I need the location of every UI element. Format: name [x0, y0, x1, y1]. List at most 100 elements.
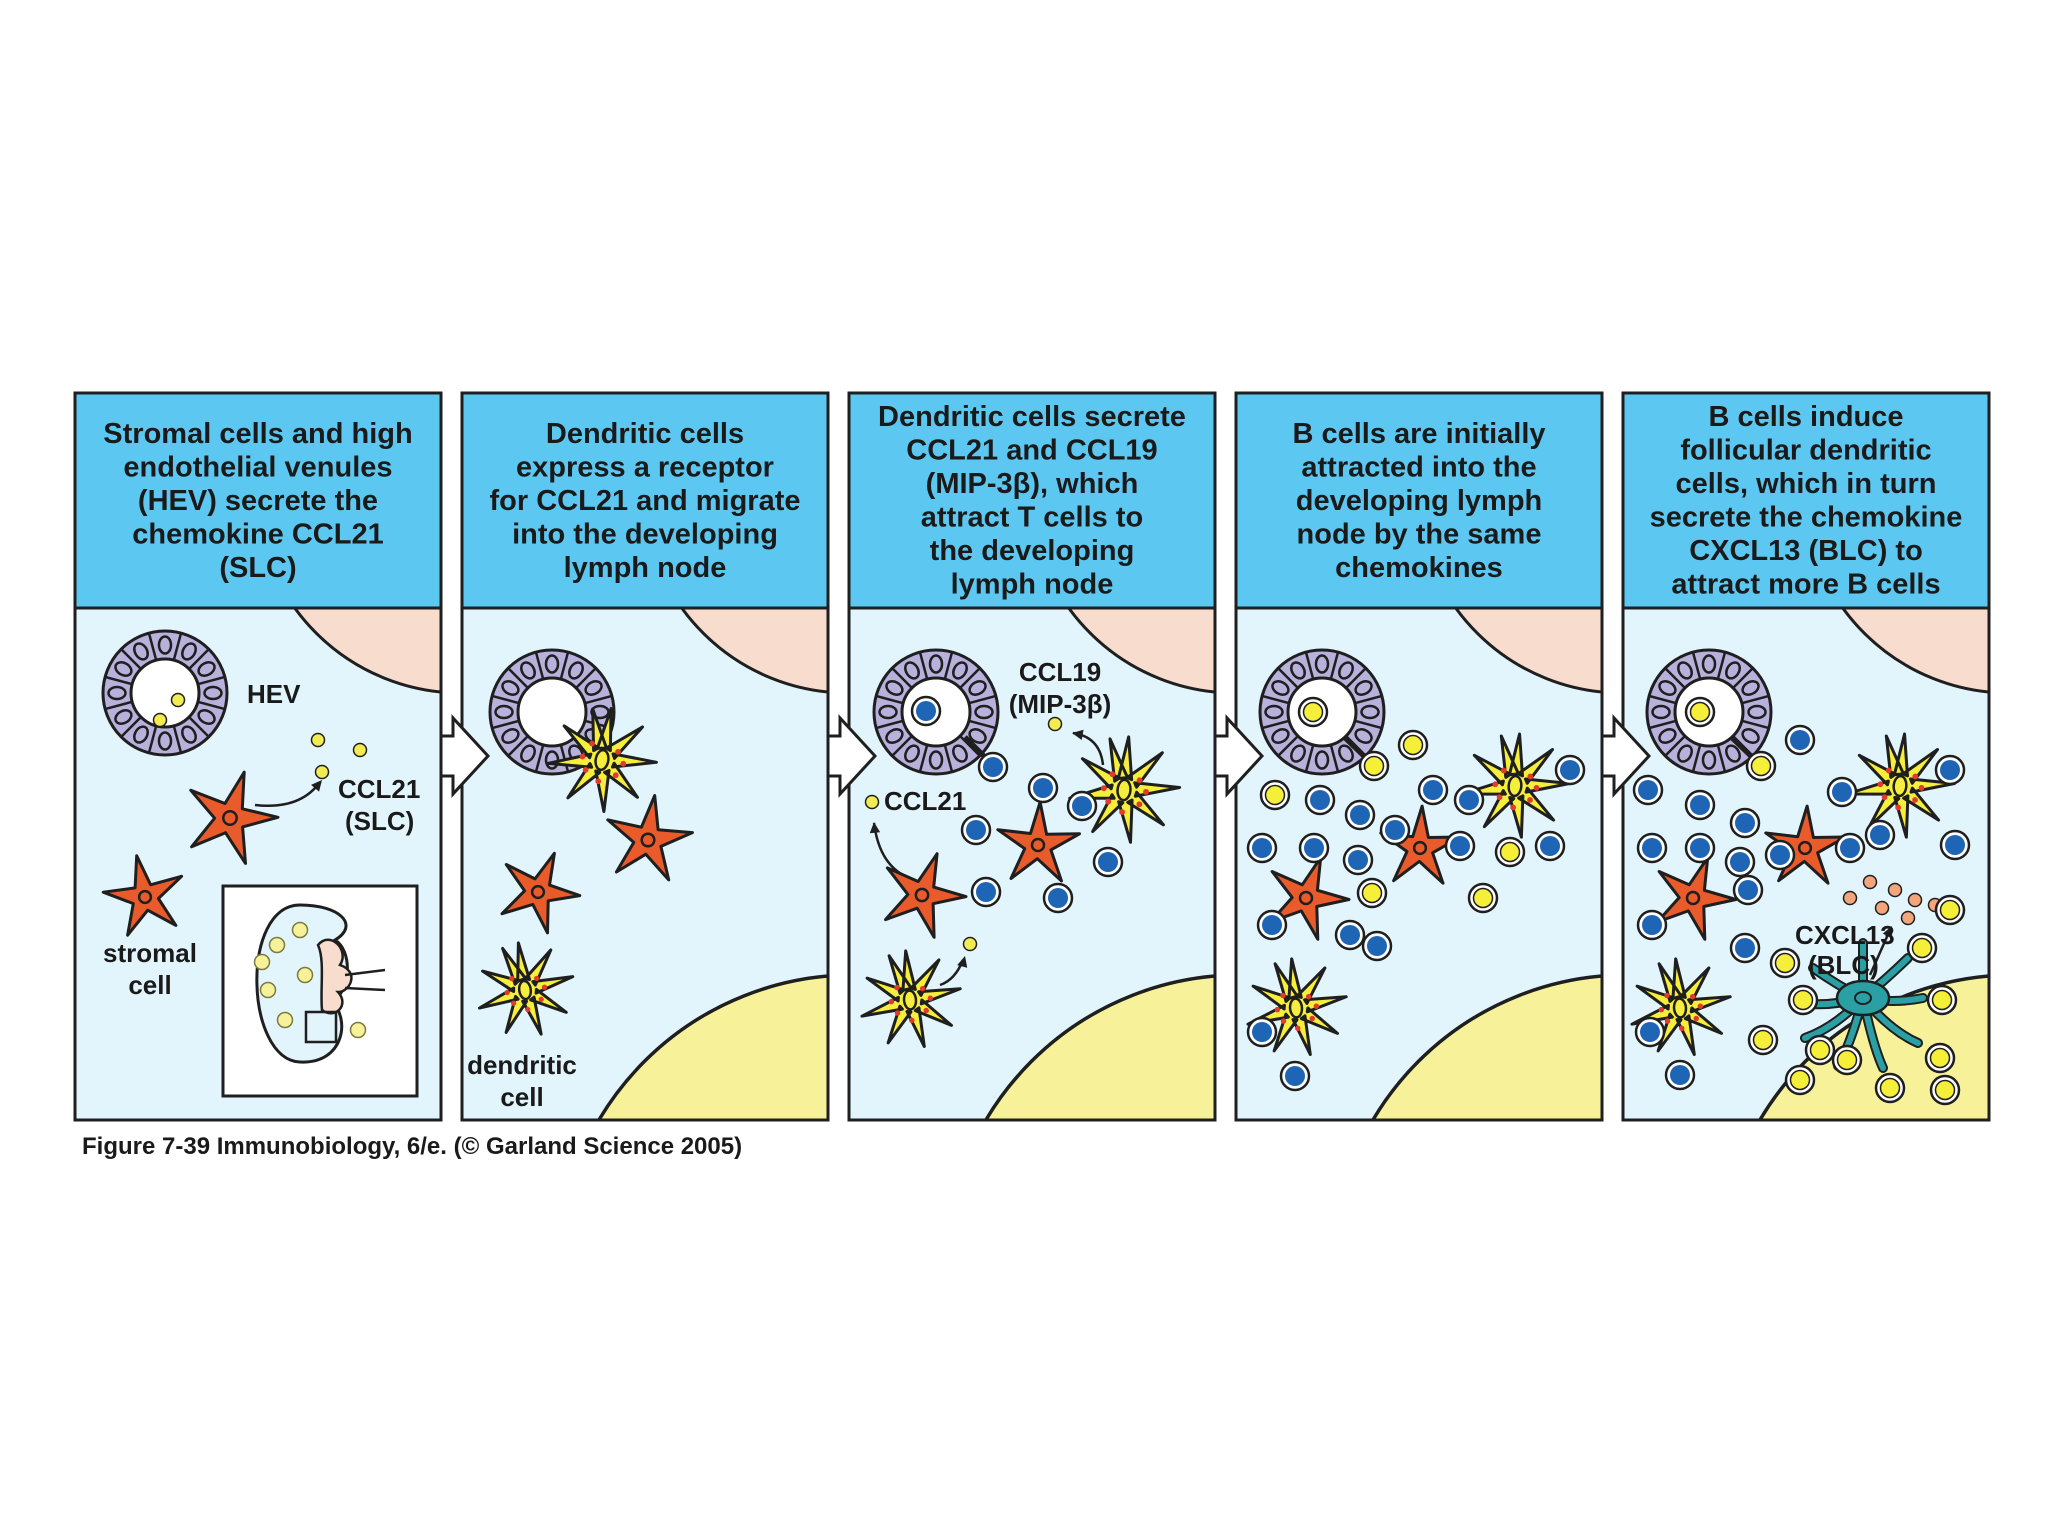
hev-cell-border — [1277, 735, 1299, 757]
t-cell-nucleus — [966, 820, 986, 840]
label-blc: (BLC) — [1808, 950, 1879, 980]
t-cell — [1027, 772, 1059, 804]
t-cell — [1334, 919, 1366, 951]
dendritic-granule — [1689, 993, 1696, 1000]
dendritic-nucleus — [902, 989, 918, 1011]
dendritic-granule — [541, 984, 548, 990]
stromal-nucleus — [1797, 840, 1813, 856]
b-cell-nucleus — [1361, 882, 1383, 904]
step-arrow — [1600, 714, 1652, 798]
hev-venule — [101, 629, 229, 757]
dendritic-granule — [927, 995, 934, 1001]
hev-cell-border — [875, 719, 904, 730]
t-cell — [960, 814, 992, 846]
panel-3-header-box — [847, 391, 1217, 610]
t-cell — [1361, 930, 1393, 962]
panel-4-background — [1371, 609, 1601, 1119]
t-cell — [1634, 1016, 1666, 1048]
dendritic-granule — [1664, 1018, 1671, 1024]
label-cxcl13: CXCL13 — [1795, 920, 1895, 950]
dendritic-granule — [595, 778, 602, 785]
hev-nucleus — [1658, 728, 1677, 744]
t-cell-nucleus — [1832, 782, 1852, 802]
dendritic-granule — [923, 1007, 929, 1014]
t-cell — [1764, 839, 1796, 871]
t-cell-nucleus — [1840, 838, 1860, 858]
inset-zoom-box — [304, 1010, 338, 1044]
dendritic-granule — [919, 985, 926, 992]
panel-5-header-line: secrete the chemokine — [1650, 502, 1963, 534]
b-cell-nucleus — [1499, 841, 1521, 863]
t-cell-nucleus — [1385, 820, 1405, 840]
dendritic-granule — [1693, 1015, 1699, 1022]
chemokine-molecule — [1887, 882, 1903, 898]
dendritic-granule — [888, 998, 895, 1005]
label-mip3b: (MIP-3β) — [1009, 689, 1112, 719]
inset-node — [268, 936, 286, 954]
inset-vessels — [344, 968, 386, 992]
stromal-body — [1764, 804, 1847, 885]
chemokine-molecule — [310, 732, 326, 748]
dendritic-granule — [1533, 785, 1540, 791]
t-cell-nucleus — [976, 882, 996, 902]
panel-4-header-line: attracted into the — [1301, 451, 1536, 483]
panel-2-header-box — [460, 391, 830, 610]
hev-cell-border — [188, 648, 210, 670]
hev-cell-border — [104, 700, 133, 711]
chemokine-molecule — [962, 936, 978, 952]
t-cell-nucleus — [1642, 838, 1662, 858]
b-cell-nucleus — [1836, 1049, 1858, 1071]
stromal-cell — [1655, 856, 1738, 941]
stromal-nucleus — [530, 884, 546, 900]
t-cell-nucleus — [1670, 1065, 1690, 1085]
dendritic-granule — [504, 989, 510, 996]
t-cell — [1784, 724, 1816, 756]
dendritic-cell — [478, 941, 575, 1036]
dendritic-granule — [1143, 788, 1149, 795]
dendritic-granule — [1492, 781, 1499, 788]
t-cell — [1664, 1059, 1696, 1091]
dendritic-body — [860, 949, 962, 1049]
t-cell — [1826, 776, 1858, 808]
chemokine-molecule — [1900, 910, 1916, 926]
stromal-body — [1268, 856, 1351, 941]
panel-5-header-line: attract more B cells — [1671, 569, 1940, 601]
stromal-nucleus — [640, 832, 656, 848]
panel-5-header-box — [1621, 391, 1991, 610]
dendritic-body — [1845, 732, 1956, 839]
dendritic-granule — [909, 1017, 915, 1024]
stromal-body — [884, 852, 968, 939]
hev-cell-border — [1329, 651, 1340, 680]
t-cell — [1934, 754, 1966, 786]
step-arrow — [826, 714, 878, 798]
t-cell — [1279, 1060, 1311, 1092]
hev-cell-border — [1261, 694, 1290, 705]
dendritic-granule — [1664, 992, 1670, 999]
hev-nucleus — [885, 728, 904, 744]
hev-nucleus — [1264, 704, 1284, 720]
b-cell — [1297, 696, 1329, 728]
t-cell — [1298, 832, 1330, 864]
dendritic-body — [546, 707, 658, 814]
b-cell — [1906, 932, 1938, 964]
hev-cell-border — [959, 667, 981, 689]
hev-cell-border — [507, 667, 529, 689]
hev-nucleus — [157, 731, 173, 751]
dendritic-granule — [894, 984, 900, 991]
dendritic-nucleus — [1892, 774, 1908, 798]
hev-nucleus — [133, 642, 149, 661]
t-cell-nucleus — [1790, 730, 1810, 750]
t-cell — [1636, 832, 1668, 864]
b-cell — [1934, 894, 1966, 926]
b-cell — [1924, 1042, 1956, 1074]
b-cell — [1926, 984, 1958, 1016]
hev-nucleus — [1354, 680, 1373, 696]
fdc-nucleus — [1854, 991, 1872, 1005]
t-cell-nucleus — [1252, 1022, 1272, 1042]
stromal-body — [500, 851, 582, 935]
b-cell — [1784, 1064, 1816, 1096]
hev-nucleus — [494, 704, 514, 720]
b-cell — [1356, 877, 1388, 909]
hev-nucleus — [501, 728, 520, 744]
